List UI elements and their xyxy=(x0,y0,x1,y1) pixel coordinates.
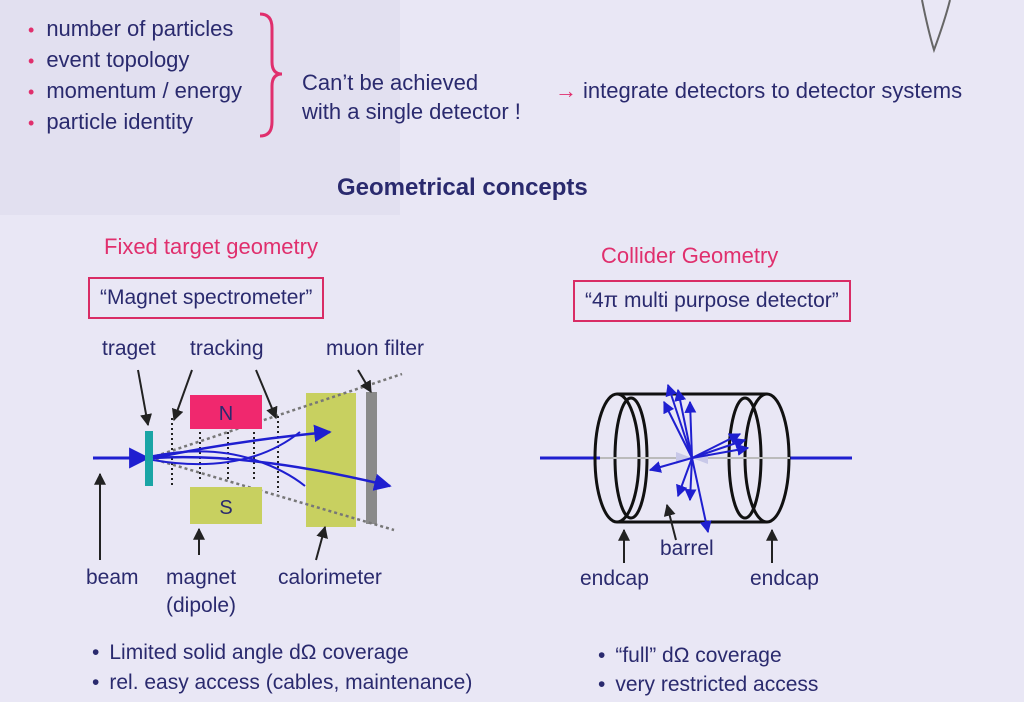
magnet-n-block xyxy=(190,395,262,429)
fixed-target-title: Fixed target geometry xyxy=(104,234,318,259)
list-item: particle identity xyxy=(28,107,242,138)
collider-bullet-2: •very restricted access xyxy=(598,673,819,696)
muon-filter-label: muon filter xyxy=(326,337,425,360)
integrate-label: integrate detectors to detector systems xyxy=(583,78,963,103)
magnet-n-label: N xyxy=(219,403,233,425)
barrel-label: barrel xyxy=(660,537,714,560)
magnet-s-label: S xyxy=(219,497,232,519)
collider-title: Collider Geometry xyxy=(601,243,779,268)
multipurpose-detector-box: “4π multi purpose detector” xyxy=(573,280,851,322)
magnet-s-block xyxy=(190,487,262,524)
endcap-left-label: endcap xyxy=(580,567,649,590)
cant-line-2: with a single detector ! xyxy=(302,99,521,124)
traget-label: traget xyxy=(102,337,156,360)
collider-bullet-1: •“full” dΩ coverage xyxy=(598,644,782,667)
fixed-bullet-2-text: rel. easy access (cables, maintenance) xyxy=(109,671,473,694)
fixed-bullet-1-text: Limited solid angle dΩ coverage xyxy=(109,641,409,664)
fixed-bullet-2: •rel. easy access (cables, maintenance) xyxy=(92,671,473,694)
brace-icon xyxy=(259,12,283,138)
list-item: number of particles xyxy=(28,14,242,45)
integrate-text: →integrate detectors to detector systems xyxy=(555,78,962,104)
beam-label: beam xyxy=(86,566,139,589)
magnet-label: magnet xyxy=(166,566,237,589)
muon-filter-block xyxy=(366,392,377,524)
collider-bullet-1-text: “full” dΩ coverage xyxy=(615,644,782,667)
collider-bullet-2-text: very restricted access xyxy=(615,673,819,696)
magnet-spectrometer-box: “Magnet spectrometer” xyxy=(88,277,325,319)
dipole-label: (dipole) xyxy=(166,594,237,617)
target-block xyxy=(145,431,153,486)
cant-achieve-text: Can’t be achieved with a single detector… xyxy=(302,68,521,126)
cant-line-1: Can’t be achieved xyxy=(302,70,479,95)
arrow-right-icon: → xyxy=(555,78,577,103)
endcap-right-label: endcap xyxy=(750,567,819,590)
fixed-bullet-1: •Limited solid angle dΩ coverage xyxy=(92,641,409,664)
calorimeter-block xyxy=(306,393,356,527)
tracking-label: tracking xyxy=(190,337,264,360)
requirements-list: number of particles event topology momen… xyxy=(28,14,242,138)
list-item: momentum / energy xyxy=(28,76,242,107)
page-title: Geometrical concepts xyxy=(337,174,588,201)
list-item: event topology xyxy=(28,45,242,76)
calorimeter-label: calorimeter xyxy=(278,566,382,589)
